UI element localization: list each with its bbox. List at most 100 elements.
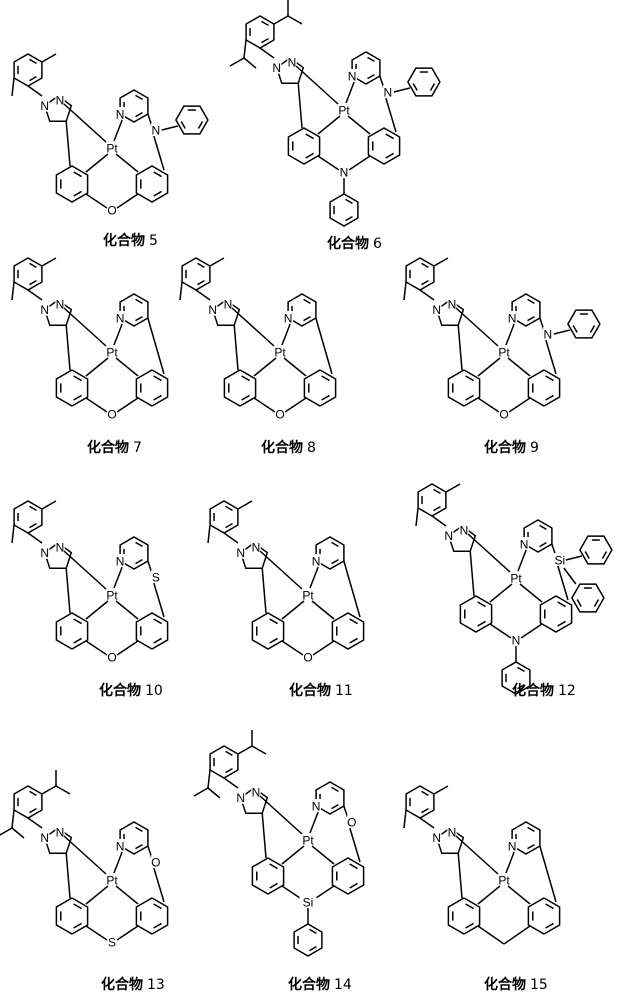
branch [12,828,24,838]
pt-carbon-bond [318,116,340,134]
atom-n: N [56,541,65,555]
atom-pt: Pt [106,874,118,888]
double-bond [135,299,142,303]
double-bond [527,317,534,321]
coordination-bond [282,324,290,345]
double-bond [154,376,162,381]
double-bond [197,281,204,285]
caption-compound-14: 化合物14 [288,977,352,993]
double-bond [345,217,352,221]
atom-n: N [508,840,517,854]
pt-carbon-bond [490,584,512,602]
double-bond [421,263,428,267]
bridge-bond [117,641,138,655]
double-bond [303,299,310,303]
bridge-bond [117,398,138,412]
caption-compound-6: 化合物6 [327,236,382,252]
double-bond [154,638,162,643]
double-bond [261,39,268,43]
double-bond [350,883,358,888]
coordination-bond [506,324,514,345]
coordination-bond [346,82,354,103]
branch [56,786,70,794]
atom-n: N [116,840,125,854]
branch [208,788,220,798]
coordination-bond [260,796,302,834]
atom-bridge: O [107,204,116,218]
double-bond [74,395,82,400]
substituent-upper [238,746,252,754]
aryl-n-bond [28,290,42,300]
double-bond [322,376,330,381]
bridge-bond [478,398,499,412]
coordination-bond [456,836,498,874]
double-bond [527,299,534,303]
double-bond [350,638,358,643]
pt-carbon-bond [282,846,304,864]
branch [230,58,244,66]
atom-bridge: N [512,634,521,648]
double-bond [478,621,486,626]
double-bond [135,827,142,831]
linker-aryl-bond [554,330,570,334]
aryl-n-bond [432,516,446,526]
substituent-upper [434,258,448,266]
double-bond [577,599,581,606]
structure-compound-6: NNPtNNN [230,0,440,226]
aryl-n-bond [196,290,210,300]
double-bond [225,751,232,755]
pt-carbon-bond [282,601,304,619]
substituent-lower [404,282,406,300]
pt-carbon-bond [86,358,108,376]
imidazole-phenyl-bond [66,325,70,370]
pt-carbon-bond [116,886,138,904]
caption-compound-15: 化合物15 [484,977,548,993]
double-bond [421,809,428,813]
double-bond [74,923,82,928]
double-bond [135,542,142,546]
double-bond [421,281,428,285]
atom-n: N [508,312,517,326]
linker-bond [540,846,556,902]
structure-compound-12: NNPtNNSi [416,484,612,694]
atom-bridge: Si [303,896,314,910]
coordination-bond [64,836,106,874]
double-bond [386,153,394,158]
pt-carbon-bond [520,584,542,602]
double-bond [466,376,474,381]
imidazole-phenyl-bond [262,813,266,858]
coordination-bond [296,66,338,104]
atom-n: N [444,529,453,543]
caption-compound-8: 化合物8 [261,440,316,456]
double-bond [74,172,82,177]
double-bond [29,809,36,813]
double-bond [413,83,417,90]
bridge-bond [86,926,107,940]
atom-pt: Pt [274,346,286,360]
caption-compound-10: 化合物10 [99,683,163,699]
aryl-n-bond [224,533,238,543]
bridge-bond [509,398,530,412]
bridge-bond [285,398,306,412]
imidazole-phenyl-bond [298,83,302,128]
double-bond [367,57,374,61]
double-bond [261,21,268,25]
pt-carbon-bond [86,601,108,619]
double-bond [135,560,142,564]
coordination-bond [114,567,122,588]
atom-n: N [56,298,65,312]
atom-n: N [312,555,321,569]
atom-n: N [520,538,529,552]
atom-n: N [312,800,321,814]
aryl-n-bond [28,533,42,543]
substituent-upper [42,501,56,509]
substituent-upper [238,501,252,509]
double-bond [558,621,566,626]
linker-bond [546,340,556,374]
pt-carbon-bond [116,358,138,376]
atom-linker: N [544,328,553,342]
coordination-bond [114,852,122,873]
double-bond [154,172,162,177]
structure-compound-9: NNPtNON [404,258,600,422]
substituent-lower [12,810,14,828]
